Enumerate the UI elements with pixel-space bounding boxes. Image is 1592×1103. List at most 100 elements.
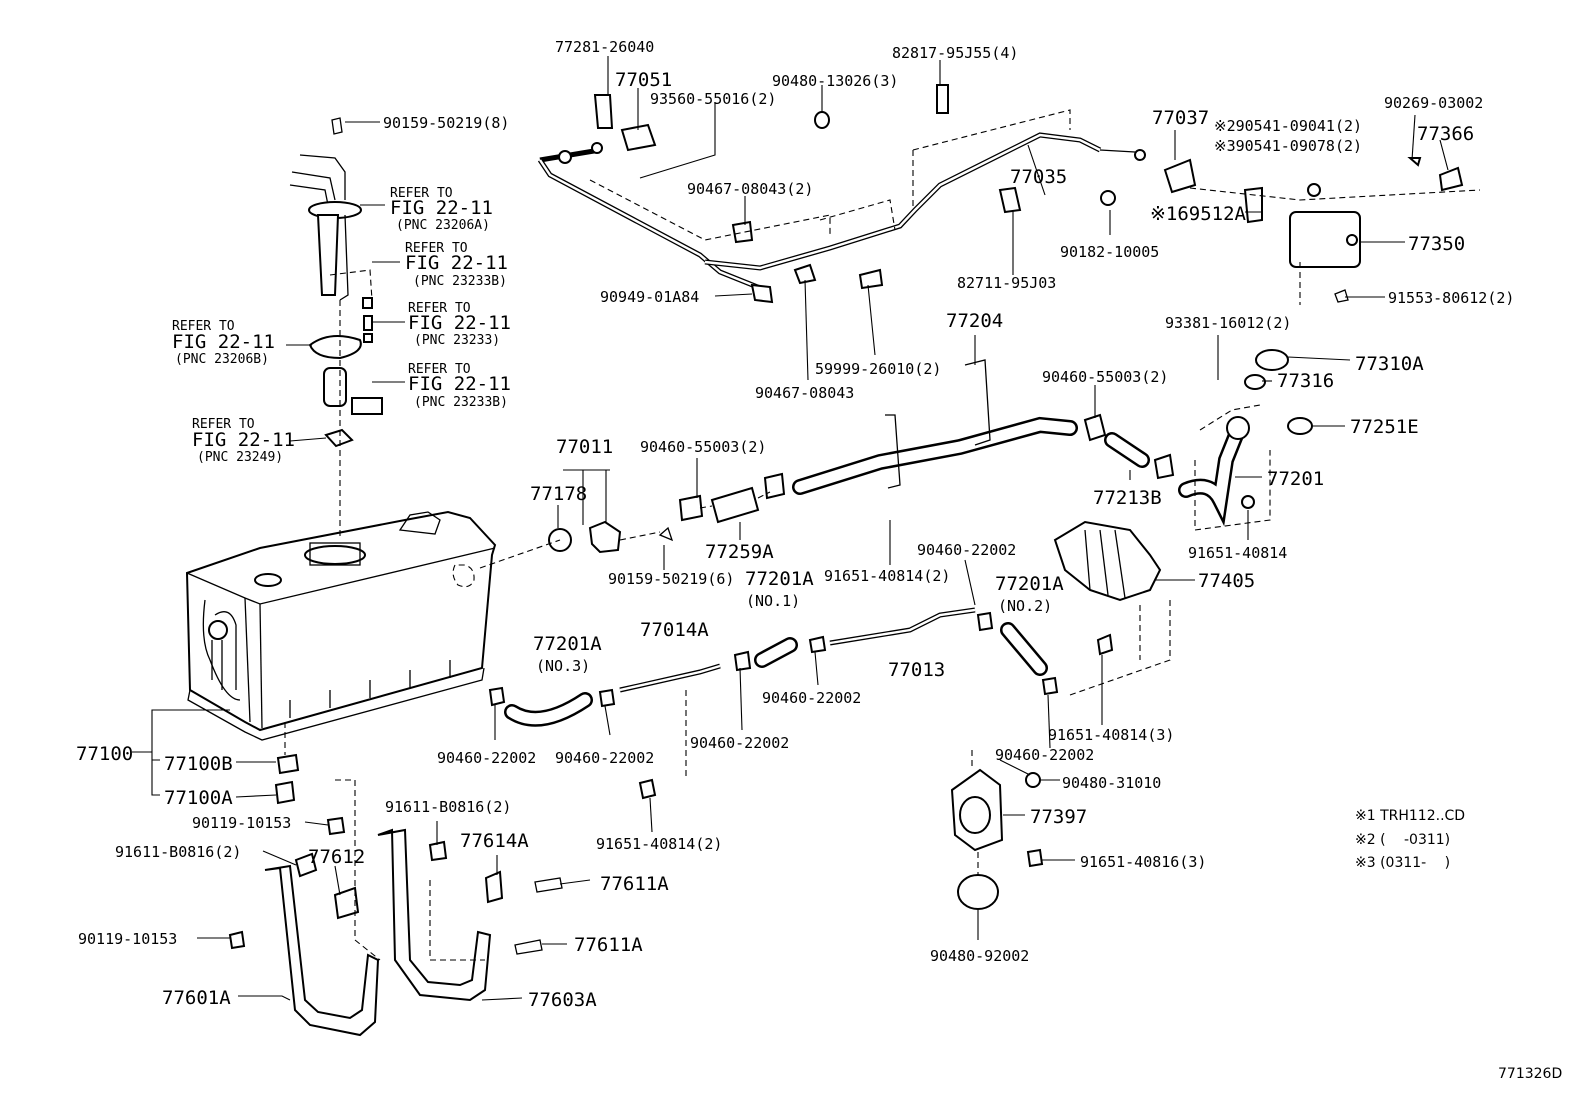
part-label: ※290541-09041(2) bbox=[1214, 117, 1362, 135]
part-label: 93560-55016(2) bbox=[650, 90, 776, 108]
part-label: 77614A bbox=[460, 830, 529, 852]
part-label: 77603A bbox=[528, 989, 597, 1011]
part-label: 77100A bbox=[164, 787, 233, 809]
part-label: 59999-26010(2) bbox=[815, 360, 941, 378]
part-label: ※390541-09078(2) bbox=[1214, 137, 1362, 155]
refer-label: REFER TO bbox=[408, 301, 471, 316]
part-label: 77350 bbox=[1408, 233, 1465, 255]
filler-neck-parts bbox=[479, 472, 786, 569]
part-label: 77100B bbox=[164, 753, 233, 775]
refer-label: REFER TO bbox=[390, 186, 453, 201]
part-label: 77611A bbox=[574, 934, 643, 956]
part-label: 90460-22002 bbox=[917, 541, 1016, 559]
refer-label: FIG 22-11 bbox=[408, 312, 511, 334]
part-label: 77612 bbox=[308, 846, 365, 868]
part-number-labels: 77281-26040 77051 93560-55016(2) 90480-1… bbox=[76, 38, 1514, 1011]
tank-straps bbox=[228, 722, 563, 1037]
refer-label: REFER TO bbox=[405, 241, 468, 256]
part-label: 90460-22002 bbox=[555, 749, 654, 767]
footnotes: ※1 TRH112..CD ※2 ( -0311) ※3 (0311- ) bbox=[1355, 808, 1465, 871]
part-label: 77100 bbox=[76, 743, 133, 765]
part-label: 77251E bbox=[1350, 416, 1419, 438]
part-label: 90460-55003(2) bbox=[1042, 368, 1168, 386]
fuel-pump-assembly bbox=[289, 117, 383, 448]
refer-label: FIG 22-11 bbox=[405, 252, 508, 274]
part-label: 77035 bbox=[1010, 166, 1067, 188]
part-label: 90949-01A84 bbox=[600, 288, 699, 306]
refer-label: (PNC 23233B) bbox=[414, 395, 508, 410]
part-label: 90480-92002 bbox=[930, 947, 1029, 965]
part-label: 82817-95J55(4) bbox=[892, 44, 1018, 62]
part-label: (NO.1) bbox=[746, 592, 800, 610]
refer-label: FIG 22-11 bbox=[390, 197, 493, 219]
part-label: ※169512A bbox=[1150, 203, 1247, 225]
part-label: 91651-40814(2) bbox=[596, 835, 722, 853]
fuel-tank-shape bbox=[185, 510, 497, 741]
part-label: 77011 bbox=[556, 436, 613, 458]
leader-lines bbox=[132, 56, 1449, 1001]
part-label: 90460-22002 bbox=[995, 746, 1094, 764]
part-label: 91611-B0816(2) bbox=[385, 798, 511, 816]
part-label: 77201A bbox=[995, 573, 1064, 595]
refer-label: (PNC 23249) bbox=[197, 450, 283, 465]
part-label: 90159-50219(6) bbox=[608, 570, 734, 588]
refer-label: (PNC 23233B) bbox=[413, 274, 507, 289]
refer-label: (PNC 23206B) bbox=[175, 352, 269, 367]
part-label: 77201 bbox=[1267, 468, 1324, 490]
part-label: 77201A bbox=[745, 568, 814, 590]
refer-label: FIG 22-11 bbox=[192, 429, 295, 451]
part-label: 77201A bbox=[533, 633, 602, 655]
filler-cap-housing bbox=[950, 750, 1044, 910]
part-label: 90119-10153 bbox=[192, 814, 291, 832]
part-label: 91651-40814(3) bbox=[1048, 726, 1174, 744]
footnote: ※2 ( -0311) bbox=[1355, 832, 1450, 848]
part-label: 90460-22002 bbox=[437, 749, 536, 767]
refer-label: REFER TO bbox=[172, 319, 235, 334]
part-label: 77051 bbox=[615, 69, 672, 91]
part-label: 90460-22002 bbox=[762, 689, 861, 707]
part-label: 77405 bbox=[1198, 570, 1255, 592]
part-label: 90119-10153 bbox=[78, 930, 177, 948]
part-label: 90182-10005 bbox=[1060, 243, 1159, 261]
part-label: 77037 bbox=[1152, 107, 1209, 129]
part-label: 91611-B0816(2) bbox=[115, 843, 241, 861]
part-label: 77310A bbox=[1355, 353, 1424, 375]
part-label: 90159-50219(8) bbox=[383, 114, 509, 132]
refer-label: FIG 22-11 bbox=[172, 331, 275, 353]
part-label: 77178 bbox=[530, 483, 587, 505]
part-label: (NO.2) bbox=[998, 597, 1052, 615]
figure-code: 771326D bbox=[1498, 1066, 1562, 1082]
footnote: ※1 TRH112..CD bbox=[1355, 808, 1465, 824]
part-label: 77013 bbox=[888, 659, 945, 681]
part-label: 93381-16012(2) bbox=[1165, 314, 1291, 332]
part-label: 90460-22002 bbox=[690, 734, 789, 752]
part-label: 77601A bbox=[162, 987, 231, 1009]
part-label: 91651-40814 bbox=[1188, 544, 1287, 562]
part-label: 77366 bbox=[1417, 123, 1474, 145]
part-label: 82711-95J03 bbox=[957, 274, 1056, 292]
part-label: 77213B bbox=[1093, 487, 1162, 509]
part-label: 90460-55003(2) bbox=[640, 438, 766, 456]
refer-label: REFER TO bbox=[408, 362, 471, 377]
part-label: 77281-26040 bbox=[555, 38, 654, 56]
refer-label: REFER TO bbox=[192, 417, 255, 432]
part-label: (NO.3) bbox=[536, 657, 590, 675]
part-label: 90467-08043 bbox=[755, 384, 854, 402]
part-label: 77397 bbox=[1030, 806, 1087, 828]
filler-pipe-assembly bbox=[792, 349, 1313, 531]
evap-pipe-assembly bbox=[537, 84, 1481, 305]
part-label: 77259A bbox=[705, 541, 774, 563]
part-label: 90480-31010 bbox=[1062, 774, 1161, 792]
evap-hoses bbox=[488, 607, 1059, 800]
part-label: 91651-40816(3) bbox=[1080, 853, 1206, 871]
part-label: 90480-13026(3) bbox=[772, 72, 898, 90]
drawing-layer bbox=[132, 56, 1481, 1037]
part-label: 77316 bbox=[1277, 370, 1334, 392]
part-label: 90467-08043(2) bbox=[687, 180, 813, 198]
part-label: 77014A bbox=[640, 619, 709, 641]
part-label: 77204 bbox=[946, 310, 1003, 332]
refer-label: (PNC 23233) bbox=[414, 333, 500, 348]
heat-shield bbox=[1053, 520, 1171, 696]
refer-label: (PNC 23206A) bbox=[396, 218, 490, 233]
